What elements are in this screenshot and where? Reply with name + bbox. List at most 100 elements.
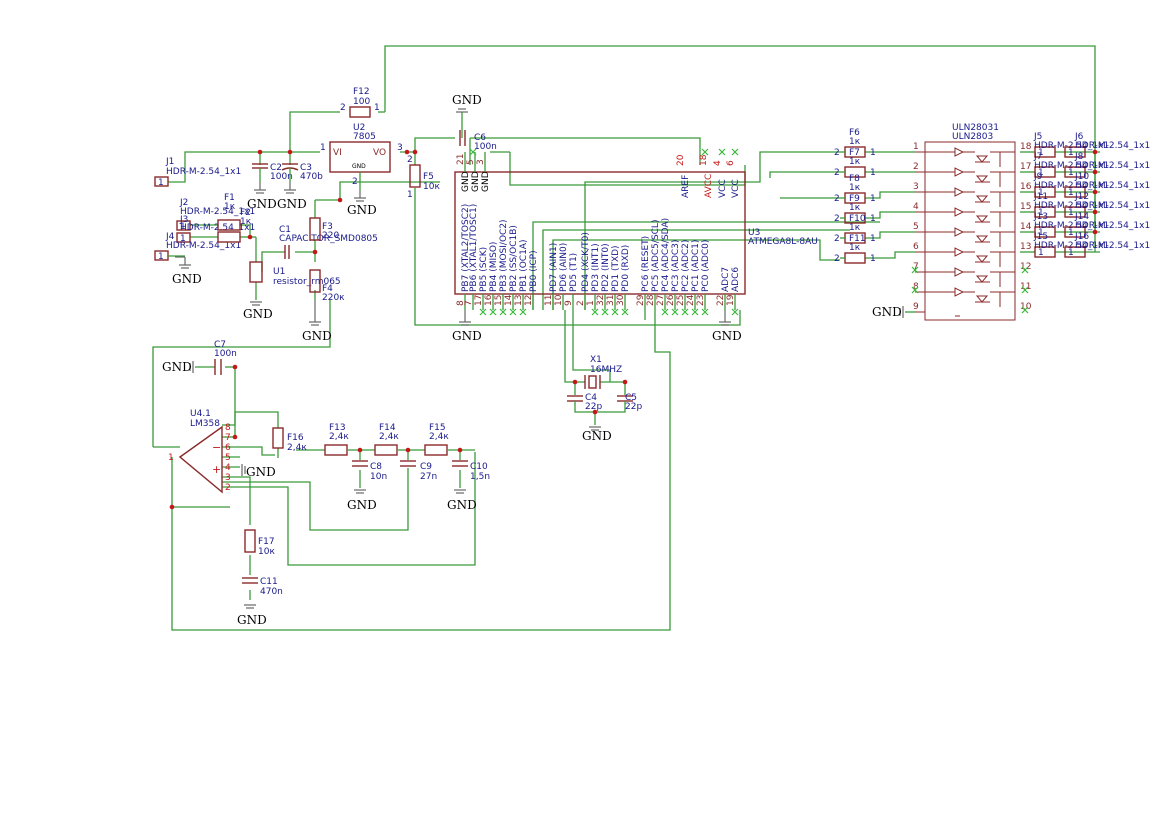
crystal-x1: X1 16MHZ	[584, 355, 622, 389]
svg-text:2: 2	[834, 194, 840, 204]
svg-text:C9: C9	[420, 462, 432, 472]
resistor-f16: F16 2,4к	[272, 427, 307, 453]
uln-left-num: 7	[913, 262, 919, 272]
mcu-pin-label: PB2 (SS/OC1B)	[509, 225, 519, 292]
svg-text:1: 1	[158, 178, 164, 188]
svg-text:1: 1	[1068, 228, 1074, 238]
resistor-f13: F13 2,4к	[324, 423, 349, 456]
svg-text:1: 1	[1068, 148, 1074, 158]
gnd-symbol	[284, 182, 296, 194]
svg-text:1,5n: 1,5n	[470, 472, 490, 482]
gnd-label: GND	[243, 307, 273, 321]
svg-text:2: 2	[352, 177, 358, 187]
gnd-symbol	[459, 310, 471, 326]
gnd-symbol	[189, 361, 194, 373]
svg-text:HDR-M-2.54_1x1: HDR-M-2.54_1x1	[1075, 181, 1150, 191]
mcu-pin-label: PC4 (ADC4/SDA)	[661, 218, 671, 292]
connector-j1: 1 J1 HDR-M-2.54_1x1	[154, 157, 241, 188]
svg-text:1: 1	[1068, 208, 1074, 218]
mcu-pin-num: 8	[456, 300, 466, 306]
mcu-pin-num: 12	[524, 295, 534, 306]
capacitor-c11: C11 470n	[242, 577, 283, 597]
svg-text:2: 2	[834, 214, 840, 224]
svg-text:2: 2	[407, 155, 413, 165]
svg-text:F4: F4	[322, 284, 333, 294]
mcu-pin-label: PC5 (ADC5/SCL)	[651, 220, 661, 292]
svg-text:470b: 470b	[300, 172, 323, 182]
gnd-symbol	[244, 604, 256, 609]
opamp-pin-num: 4	[225, 463, 231, 473]
f11-ref: F11	[849, 234, 866, 244]
svg-text:CAPACITOR_SMD0805: CAPACITOR_SMD0805	[279, 234, 378, 244]
svg-text:1: 1	[180, 234, 186, 244]
svg-text:1: 1	[1038, 168, 1044, 178]
gnd-symbol	[456, 108, 468, 113]
u2-value: 7805	[353, 132, 376, 142]
svg-text:22p: 22p	[585, 402, 602, 412]
svg-text:C8: C8	[370, 462, 382, 472]
gnd-label: GND	[447, 498, 477, 512]
svg-text:1: 1	[870, 194, 876, 204]
mcu-pin-num: 28	[646, 294, 656, 306]
mcu-pin-num: 32	[596, 295, 606, 306]
svg-text:HDR-M-2.54_1x1: HDR-M-2.54_1x1	[1034, 141, 1109, 151]
gnd-label: GND	[347, 203, 377, 217]
svg-text:2,4к: 2,4к	[329, 432, 349, 442]
uln-left-num: 9	[913, 302, 919, 312]
gnd-label: GND	[162, 360, 192, 374]
gnd-symbol	[589, 426, 601, 431]
svg-text:J11: J11	[1033, 192, 1048, 202]
svg-text:2: 2	[834, 148, 840, 158]
svg-text:HDR-M-2.54_1x1: HDR-M-2.54_1x1	[1075, 141, 1150, 151]
svg-text:10к: 10к	[423, 182, 440, 192]
mcu-pin-num: 13	[514, 295, 524, 306]
svg-text:C1: C1	[279, 225, 291, 235]
capacitor-c7: C7 100n	[214, 340, 237, 375]
voltage-regulator-u2: U2 7805 VI VO GND 1 3 2	[320, 123, 403, 190]
svg-text:1: 1	[870, 168, 876, 178]
opamp-pin-num: 8	[225, 423, 231, 433]
svg-text:U3: U3	[748, 228, 760, 238]
svg-text:ULN2803: ULN2803	[952, 132, 993, 142]
svg-text:1: 1	[1068, 168, 1074, 178]
gnd-symbol	[241, 464, 246, 476]
u2-pin-vo: VO	[373, 148, 386, 158]
mcu-pin-num: 1	[586, 300, 596, 306]
resistor-f15: F15 2,4к	[424, 423, 449, 456]
svg-text:J12: J12	[1074, 192, 1089, 202]
svg-text:J2: J2	[179, 198, 188, 208]
uln-left-num: 8	[913, 282, 919, 292]
svg-text:10n: 10n	[370, 472, 387, 482]
svg-text:F2: F2	[240, 208, 251, 218]
uln-left-num: 1	[913, 142, 919, 152]
svg-text:HDR-M-2.54_1x1: HDR-M-2.54_1x1	[1075, 161, 1150, 171]
gnd-label: GND	[582, 429, 612, 443]
svg-text:C5: C5	[625, 393, 637, 403]
svg-text:U4.1: U4.1	[190, 409, 211, 419]
svg-text:1: 1	[870, 234, 876, 244]
mcu-pin-label: ADC6	[731, 267, 741, 292]
svg-text:F16: F16	[287, 433, 304, 443]
gnd-label: GND	[302, 329, 332, 343]
mcu-gnd-num: 21	[456, 154, 466, 165]
svg-text:HDR-M-2.54_1x1: HDR-M-2.54_1x1	[1034, 201, 1109, 211]
svg-text:2: 2	[834, 168, 840, 178]
u2-pin-vi: VI	[333, 148, 342, 158]
mcu-pin-label: PB5 (SCK)	[479, 247, 489, 292]
potentiometer-u1: U1 resistor_rm065	[249, 261, 341, 287]
resistor-f2: F2 1к	[217, 208, 252, 243]
svg-text:J6: J6	[1074, 132, 1084, 142]
mcu-pin-num: 9	[564, 300, 574, 306]
capacitor-c8: C8 10n	[352, 460, 387, 482]
f8-value: 1к	[849, 183, 861, 193]
uln-right-num: 14	[1020, 222, 1032, 232]
